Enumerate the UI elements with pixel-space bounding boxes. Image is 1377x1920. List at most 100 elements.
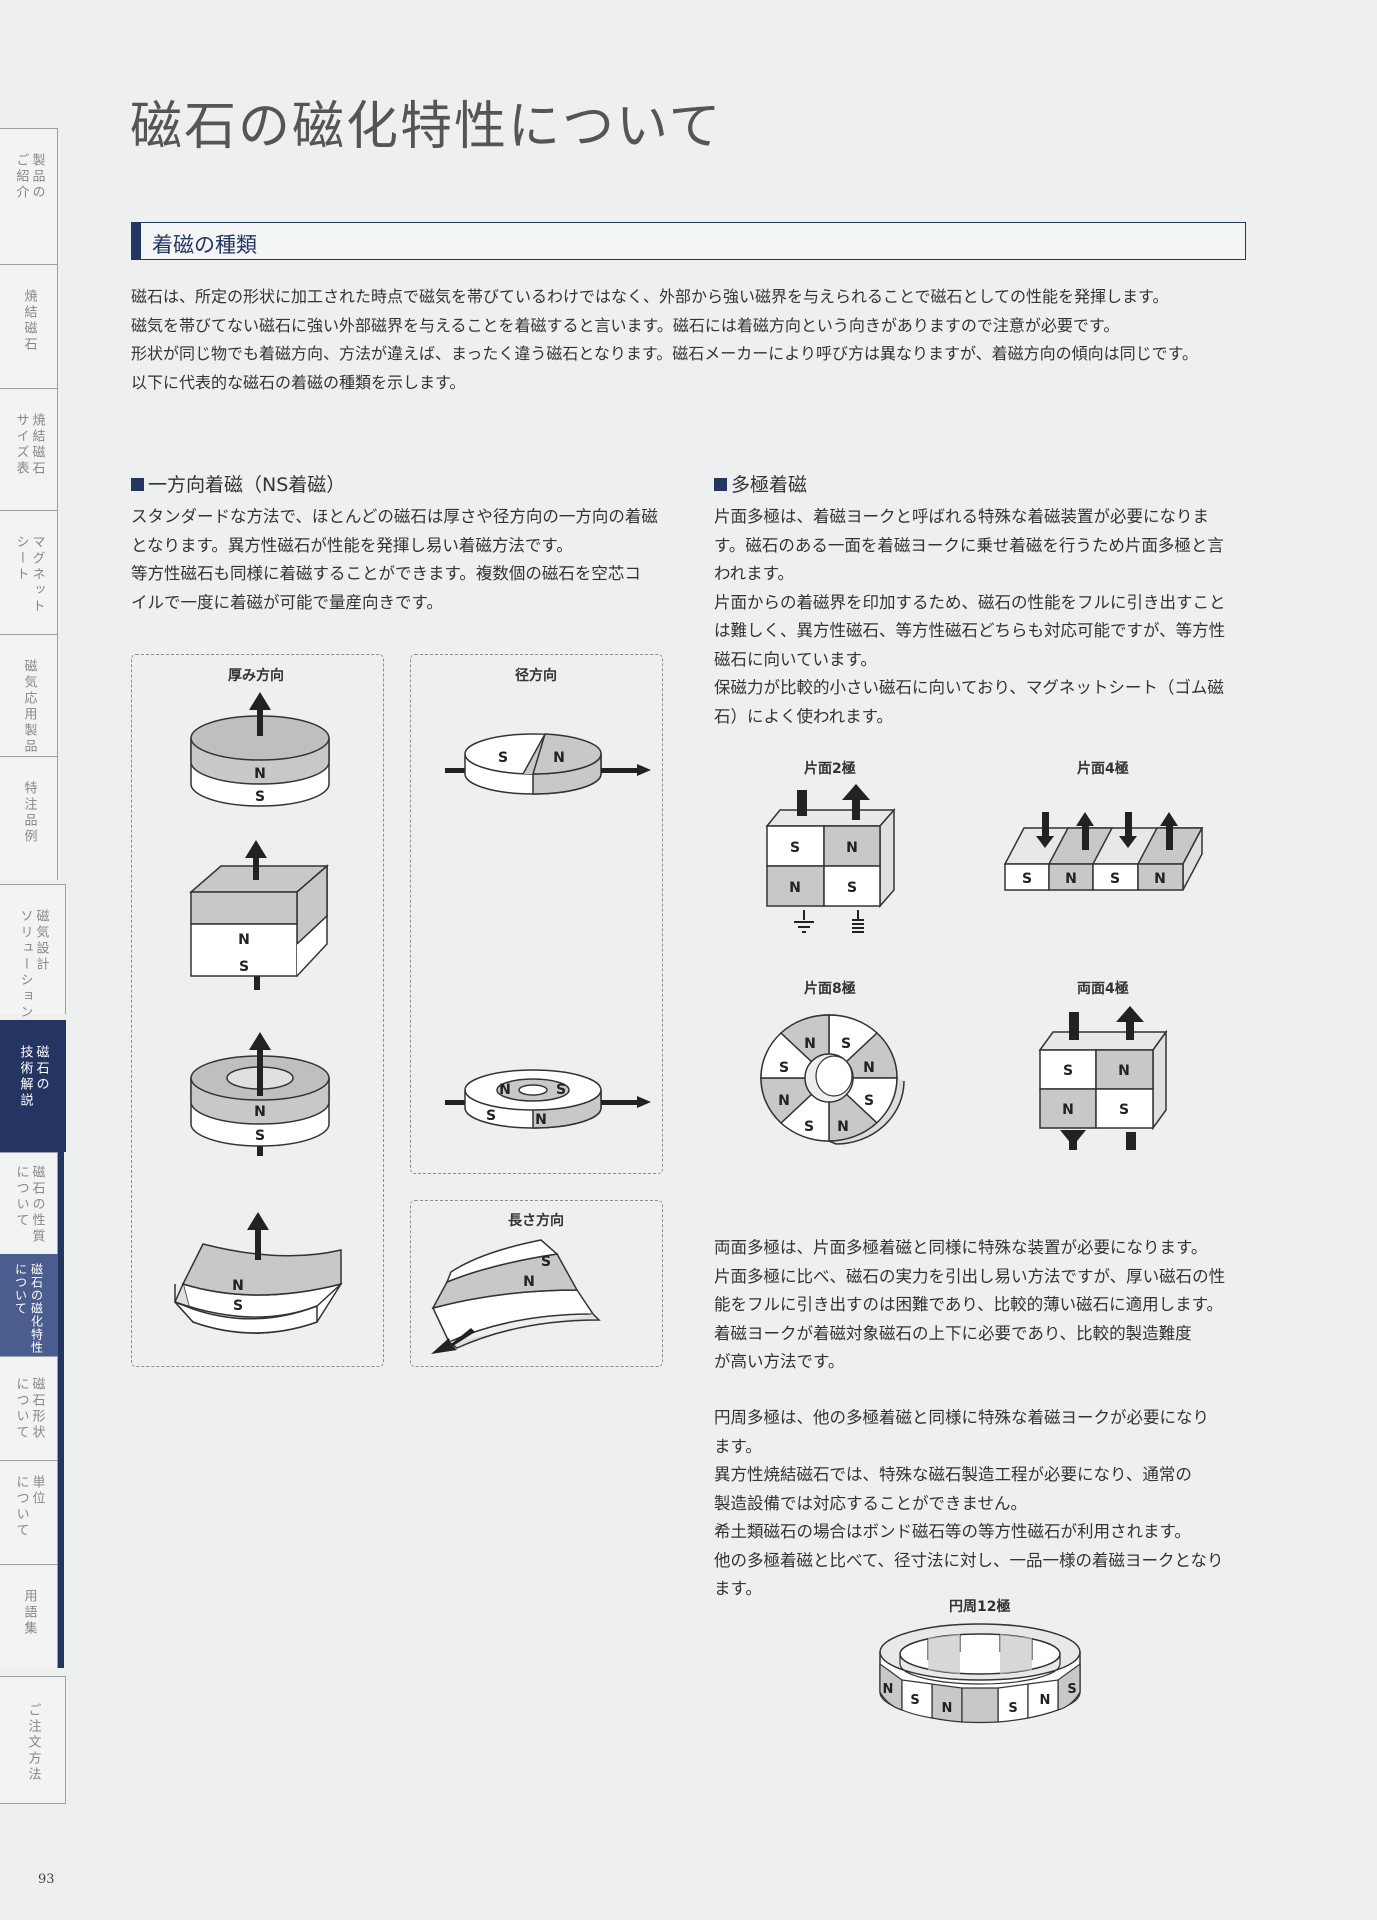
pole-n-label: N: [846, 840, 858, 856]
one-direction-heading: 一方向着磁（NS着磁）: [131, 470, 345, 497]
heading-square-icon: [714, 478, 727, 491]
pole-s-label: S: [804, 1119, 814, 1135]
label-12pole: 円周12極: [949, 1599, 1011, 1615]
one-direction-heading-text: 一方向着磁（NS着磁）: [148, 474, 346, 496]
length-direction-panel: [410, 1200, 663, 1367]
pole-s-label: S: [1110, 871, 1120, 887]
pole-s-label: S: [255, 789, 265, 805]
eight-pole-disc-magnet: N S N S N S N S: [760, 1014, 905, 1145]
pole-n-label: N: [254, 1104, 266, 1120]
sidebar-accent-line: [58, 1020, 64, 1668]
pole-n-label: N: [1040, 1693, 1051, 1708]
one-direction-text: スタンダードな方法で、ほとんどの磁石は厚さや径方向の一方向の着磁 となります。異…: [131, 503, 671, 617]
text-line: 片面多極は、着磁ヨークと呼ばれる特殊な着磁装置が必要になりま: [714, 507, 1209, 526]
four-pole-plate-magnet: S N S N: [1003, 812, 1204, 891]
pole-n-label: N: [804, 1036, 816, 1052]
pole-n-label: N: [1118, 1063, 1130, 1079]
multi-pole-text: 片面多極は、着磁ヨークと呼ばれる特殊な着磁装置が必要になりま す。磁石のある一面…: [714, 503, 1254, 731]
text-line: 他の多極着磁と比べて、径寸法に対し、一品一様の着磁ヨークとなり: [714, 1550, 1224, 1570]
label-thickness: 厚み方向: [228, 668, 284, 684]
one-direction-diagrams: N S N S N S N S: [174, 692, 651, 1354]
pole-s-label: S: [1067, 1682, 1076, 1697]
text-line: 等方性磁石も同様に着磁することができます。複数個の磁石を空芯コ: [131, 564, 641, 583]
sidebar-item-design[interactable]: 磁気設計 ソリューション: [0, 884, 66, 1021]
sidebar-item-label: 磁石の性質 について: [13, 1165, 45, 1245]
pole-s-label: S: [239, 959, 249, 975]
label-2pole: 片面2極: [804, 761, 856, 777]
arc-thickness-magnet: N S: [174, 1212, 343, 1334]
radial-direction-panel: [410, 654, 663, 1174]
text-line: ます。: [714, 1436, 762, 1456]
text-line: 異方性焼結磁石では、特殊な磁石製造工程が必要になり、通常の: [714, 1465, 1192, 1484]
pole-s-label: S: [847, 880, 857, 896]
thickness-direction-panel: [131, 654, 384, 1367]
section-title: 着磁の種類: [152, 233, 257, 257]
text-line: 石）によく使われます。: [714, 706, 894, 726]
sidebar-item-magnetization[interactable]: 磁石の磁化特性 について: [0, 1254, 58, 1356]
circumferential-text: 円周多極は、他の多極着磁と同様に特殊な着磁ヨークが必要になり ます。 異方性焼結…: [714, 1404, 1254, 1604]
sidebar-item-products[interactable]: 製品の ご紹介: [0, 128, 58, 264]
both-sides-text: 両面多極は、片面多極着磁と同様に特殊な装置が必要になります。 片面多極に比べ、磁…: [714, 1234, 1254, 1377]
pole-n-label: N: [1065, 871, 1077, 887]
text-line: は難しく、異方性磁石、等方性磁石どちらも対応可能ですが、等方性: [714, 621, 1226, 640]
sidebar-item-label: 磁石形状 について: [13, 1377, 45, 1441]
arc-length-magnet: S N: [431, 1239, 601, 1354]
label-4pole: 片面4極: [1077, 761, 1129, 777]
multi-pole-heading: 多極着磁: [714, 470, 807, 497]
sidebar-item-sintered[interactable]: 焼結磁石: [0, 264, 58, 388]
pole-n-label: N: [238, 932, 250, 948]
sidebar-item-tech[interactable]: 磁石の 技術解説: [0, 1020, 66, 1152]
text-line: 片面多極に比べ、磁石の実力を引出し易い方法ですが、厚い磁石の性: [714, 1266, 1226, 1286]
pole-n-label: N: [778, 1093, 790, 1109]
pole-s-label: S: [1008, 1701, 1017, 1716]
pole-s-label: S: [233, 1298, 243, 1314]
pole-n-label: N: [1154, 871, 1166, 887]
sidebar-item-magnet-sheet[interactable]: マグネット シート: [0, 510, 58, 634]
two-pole-block-magnet: S N N S: [765, 784, 896, 933]
twelve-pole-ring-magnet: N S N S N S: [879, 1623, 1081, 1724]
text-line: 製造設備では対応することができません。: [714, 1493, 1028, 1513]
sidebar-item-custom[interactable]: 特注品例: [0, 756, 58, 880]
multi-pole-diagrams: S N N S S N S N: [760, 784, 1204, 1150]
disc-radial-magnet: S N: [445, 733, 651, 795]
section-header: 着磁の種類: [131, 222, 1246, 260]
pole-s-label: S: [1022, 871, 1032, 887]
pole-s-label: S: [255, 1128, 265, 1144]
disc-thickness-magnet: N S: [190, 692, 330, 807]
sidebar-item-sintered-size[interactable]: 焼結磁石 サイズ表: [0, 388, 58, 510]
intro-text: 磁石は、所定の形状に加工された時点で磁気を帯びているわけではなく、外部から強い磁…: [131, 283, 1251, 397]
text-line: ます。: [714, 1579, 762, 1598]
sidebar-item-label: 特注品例: [21, 781, 37, 845]
sidebar-item-applied[interactable]: 磁気応用製品: [0, 634, 58, 756]
text-line: 能をフルに引き出すのは困難であり、比較的薄い磁石に適用します。: [714, 1295, 1224, 1314]
pole-s-label: S: [841, 1036, 851, 1052]
sidebar-item-glossary[interactable]: 用語集: [0, 1564, 58, 1668]
sidebar-item-order[interactable]: ご注文方法: [0, 1676, 66, 1804]
sidebar-item-label: ご注文方法: [25, 1703, 41, 1783]
pole-n-label: N: [523, 1274, 535, 1290]
sidebar-item-label: 用語集: [21, 1589, 37, 1637]
sidebar-item-units[interactable]: 単位 について: [0, 1460, 58, 1564]
pole-n-label: N: [535, 1112, 547, 1128]
sidebar-item-label: 磁気設計 ソリューション: [17, 909, 49, 1021]
text-line: 保磁力が比較的小さい磁石に向いており、マグネットシート（ゴム磁: [714, 678, 1224, 697]
section-header-bar: [131, 222, 141, 260]
text-line: われます。: [714, 564, 795, 583]
sidebar-item-label: 焼結磁石: [21, 289, 37, 353]
intro-line: 磁気を帯びてない磁石に強い外部磁界を与えることを着磁すると言います。磁石には着磁…: [131, 315, 1120, 335]
label-8pole: 片面8極: [804, 981, 856, 997]
pole-n-label: N: [883, 1682, 894, 1697]
pole-n-label: N: [789, 880, 801, 896]
sidebar-item-shape[interactable]: 磁石形状 について: [0, 1356, 58, 1460]
pole-s-label: S: [556, 1082, 566, 1098]
text-line: 希土類磁石の場合はボンド磁石等の等方性磁石が利用されます。: [714, 1522, 1191, 1541]
sidebar-item-properties[interactable]: 磁石の性質 について: [0, 1152, 58, 1254]
pole-n-label: N: [232, 1278, 244, 1294]
intro-line: 磁石は、所定の形状に加工された時点で磁気を帯びているわけではなく、外部から強い磁…: [131, 287, 1169, 306]
sidebar-item-label: マグネット シート: [13, 535, 45, 615]
pole-s-label: S: [864, 1093, 874, 1109]
pole-n-label: N: [837, 1119, 849, 1135]
pole-s-label: S: [541, 1254, 551, 1270]
ring-thickness-magnet: N S: [190, 1032, 330, 1156]
pole-n-label: N: [553, 750, 565, 766]
